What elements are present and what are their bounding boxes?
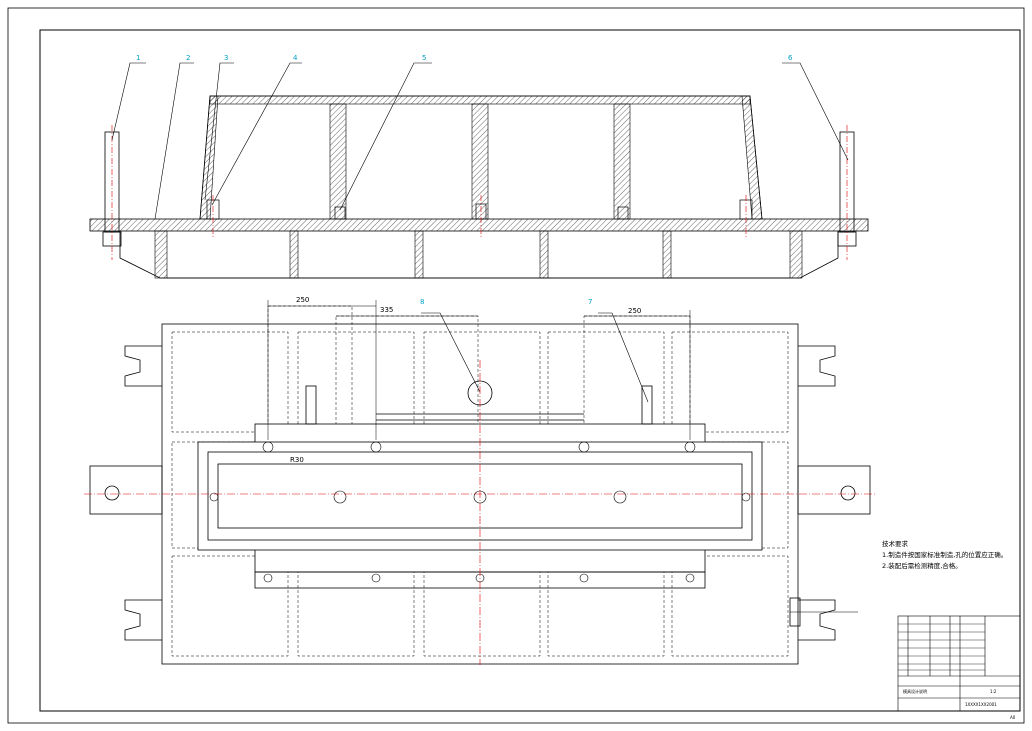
front-section-view — [89, 95, 869, 279]
balloon-leaders — [111, 62, 849, 403]
dimension-2: 335 — [380, 306, 393, 314]
notes-line-1: 1.制造件按国家标准制造,孔的位置应正确。 — [882, 550, 1007, 559]
drawing-frame — [39, 29, 1021, 712]
dimension-4: R30 — [290, 456, 304, 464]
sheet-size: A0 — [1010, 715, 1016, 720]
title-block-scale: 1:2 — [990, 689, 997, 694]
balloon-2: 2 — [186, 54, 190, 62]
plan-centerlines — [84, 360, 876, 665]
balloon-4: 4 — [293, 54, 298, 62]
balloon-8: 8 — [420, 298, 424, 306]
balloon-1: 1 — [136, 54, 140, 62]
notes-title: 技术要求 — [882, 539, 909, 548]
balloon-5: 5 — [422, 54, 426, 62]
balloon-3: 3 — [224, 54, 228, 62]
balloon-6: 6 — [788, 54, 793, 62]
dimension-3: 250 — [628, 307, 641, 315]
dimension-1: 250 — [296, 296, 309, 304]
technical-notes: 技术要求 1.制造件按国家标准制造,孔的位置应正确。 2.装配后需检测精度,合格… — [882, 539, 1007, 570]
balloons: 1 2 3 4 5 6 7 8 — [136, 54, 793, 306]
title-block — [897, 615, 1021, 712]
sheet-border — [7, 7, 1025, 724]
notes-line-2: 2.装配后需检测精度,合格。 — [882, 561, 962, 570]
title-block-company: 模具设计说明 — [903, 688, 927, 694]
dimension-texts: 250 335 250 R30 — [290, 296, 641, 464]
title-block-drawing-no: 1XXXX1XX2001 — [965, 702, 997, 707]
balloon-7: 7 — [588, 298, 592, 306]
base-plate — [89, 218, 869, 232]
lower-housing — [119, 231, 839, 279]
